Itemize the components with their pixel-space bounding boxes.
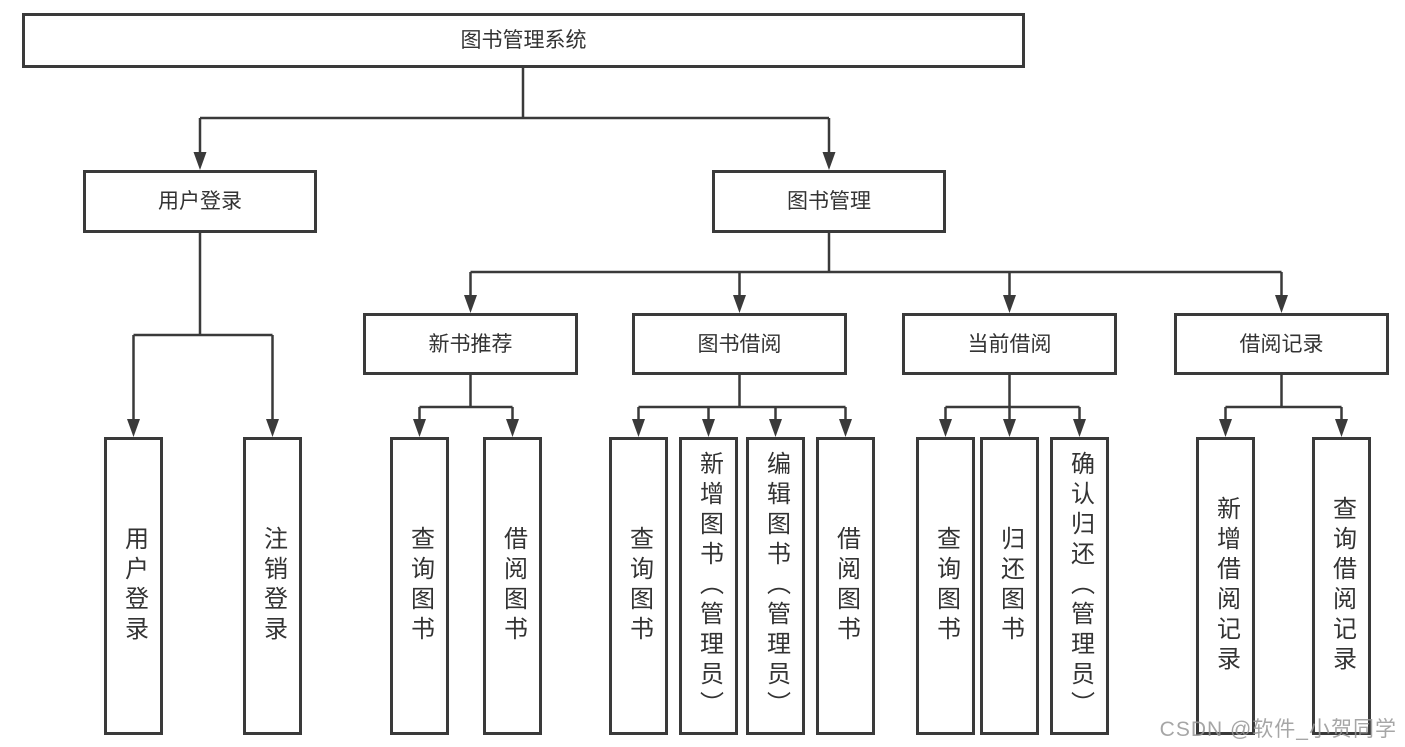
- leaf-borrow-edit-admin-label: 编辑图书（管理员）: [762, 451, 790, 721]
- connector-root-to-level2: [198, 68, 831, 154]
- node-book-management-label: 图书管理: [787, 190, 871, 213]
- connector-newbook-to-leaves: [418, 375, 514, 421]
- leaf-newbook-borrow: 借阅图书: [483, 437, 542, 735]
- arrowhead: [1003, 295, 1016, 313]
- leaf-current-return: 归还图书: [980, 437, 1039, 735]
- node-new-book-recommend-label: 新书推荐: [428, 332, 513, 356]
- node-root-label: 图书管理系统: [460, 29, 587, 52]
- connector-borrow-to-leaves: [637, 375, 847, 421]
- node-book-borrow-label: 图书借阅: [697, 332, 782, 356]
- leaf-current-query-label: 查询图书: [932, 526, 960, 646]
- node-book-management: 图书管理: [712, 170, 946, 233]
- arrowhead: [632, 419, 645, 437]
- arrowhead: [1003, 419, 1016, 437]
- leaf-user-login: 用户登录: [104, 437, 163, 735]
- arrowhead: [769, 419, 782, 437]
- node-current-borrow: 当前借阅: [902, 313, 1117, 375]
- node-borrow-records-label: 借阅记录: [1239, 332, 1324, 356]
- leaf-current-confirm-admin: 确认归还（管理员）: [1050, 437, 1109, 735]
- node-book-borrow: 图书借阅: [632, 313, 847, 375]
- leaf-borrow-query: 查询图书: [609, 437, 668, 735]
- arrowhead: [464, 295, 477, 313]
- leaf-logout: 注销登录: [243, 437, 302, 735]
- node-new-book-recommend: 新书推荐: [363, 313, 578, 375]
- leaf-newbook-borrow-label: 借阅图书: [499, 526, 527, 646]
- connector-bookmgmt-to-level3: [469, 233, 1283, 297]
- arrowhead: [266, 419, 279, 437]
- leaf-record-query: 查询借阅记录: [1312, 437, 1371, 735]
- leaf-current-confirm-admin-label: 确认归还（管理员）: [1066, 451, 1094, 721]
- arrowhead: [939, 419, 952, 437]
- connector-current-to-leaves: [944, 375, 1081, 421]
- leaf-borrow-edit-admin: 编辑图书（管理员）: [746, 437, 805, 735]
- leaf-record-add: 新增借阅记录: [1196, 437, 1255, 735]
- arrowhead: [506, 419, 519, 437]
- leaf-borrow-query-label: 查询图书: [625, 526, 653, 646]
- watermark: CSDN @软件_小贺同学: [1159, 718, 1397, 741]
- leaf-current-return-label: 归还图书: [996, 526, 1024, 646]
- node-root: 图书管理系统: [22, 13, 1025, 68]
- node-borrow-records: 借阅记录: [1174, 313, 1389, 375]
- connector-records-to-leaves: [1224, 375, 1343, 421]
- connector-userlogin-to-leaves: [132, 233, 274, 421]
- arrowhead: [822, 152, 836, 170]
- leaf-newbook-query: 查询图书: [390, 437, 449, 735]
- leaf-current-query: 查询图书: [916, 437, 975, 735]
- leaf-record-query-label: 查询借阅记录: [1328, 496, 1356, 676]
- arrowhead: [702, 419, 715, 437]
- arrowhead: [413, 419, 426, 437]
- arrowhead: [839, 419, 852, 437]
- leaf-borrow-borrow-label: 借阅图书: [832, 526, 860, 646]
- arrowhead: [193, 152, 207, 170]
- arrowhead: [127, 419, 140, 437]
- leaf-logout-label: 注销登录: [259, 526, 287, 646]
- arrowhead: [1275, 295, 1288, 313]
- node-user-login-label: 用户登录: [158, 190, 242, 213]
- leaf-borrow-add-admin-label: 新增图书（管理员）: [695, 451, 723, 721]
- leaf-newbook-query-label: 查询图书: [406, 526, 434, 646]
- leaf-borrow-add-admin: 新增图书（管理员）: [679, 437, 738, 735]
- leaf-record-add-label: 新增借阅记录: [1212, 496, 1240, 676]
- arrowhead: [1219, 419, 1232, 437]
- arrowhead: [733, 295, 746, 313]
- arrowhead: [1073, 419, 1086, 437]
- leaf-user-login-label: 用户登录: [120, 526, 148, 646]
- node-current-borrow-label: 当前借阅: [967, 332, 1052, 356]
- node-user-login: 用户登录: [83, 170, 317, 233]
- leaf-borrow-borrow: 借阅图书: [816, 437, 875, 735]
- arrowhead: [1335, 419, 1348, 437]
